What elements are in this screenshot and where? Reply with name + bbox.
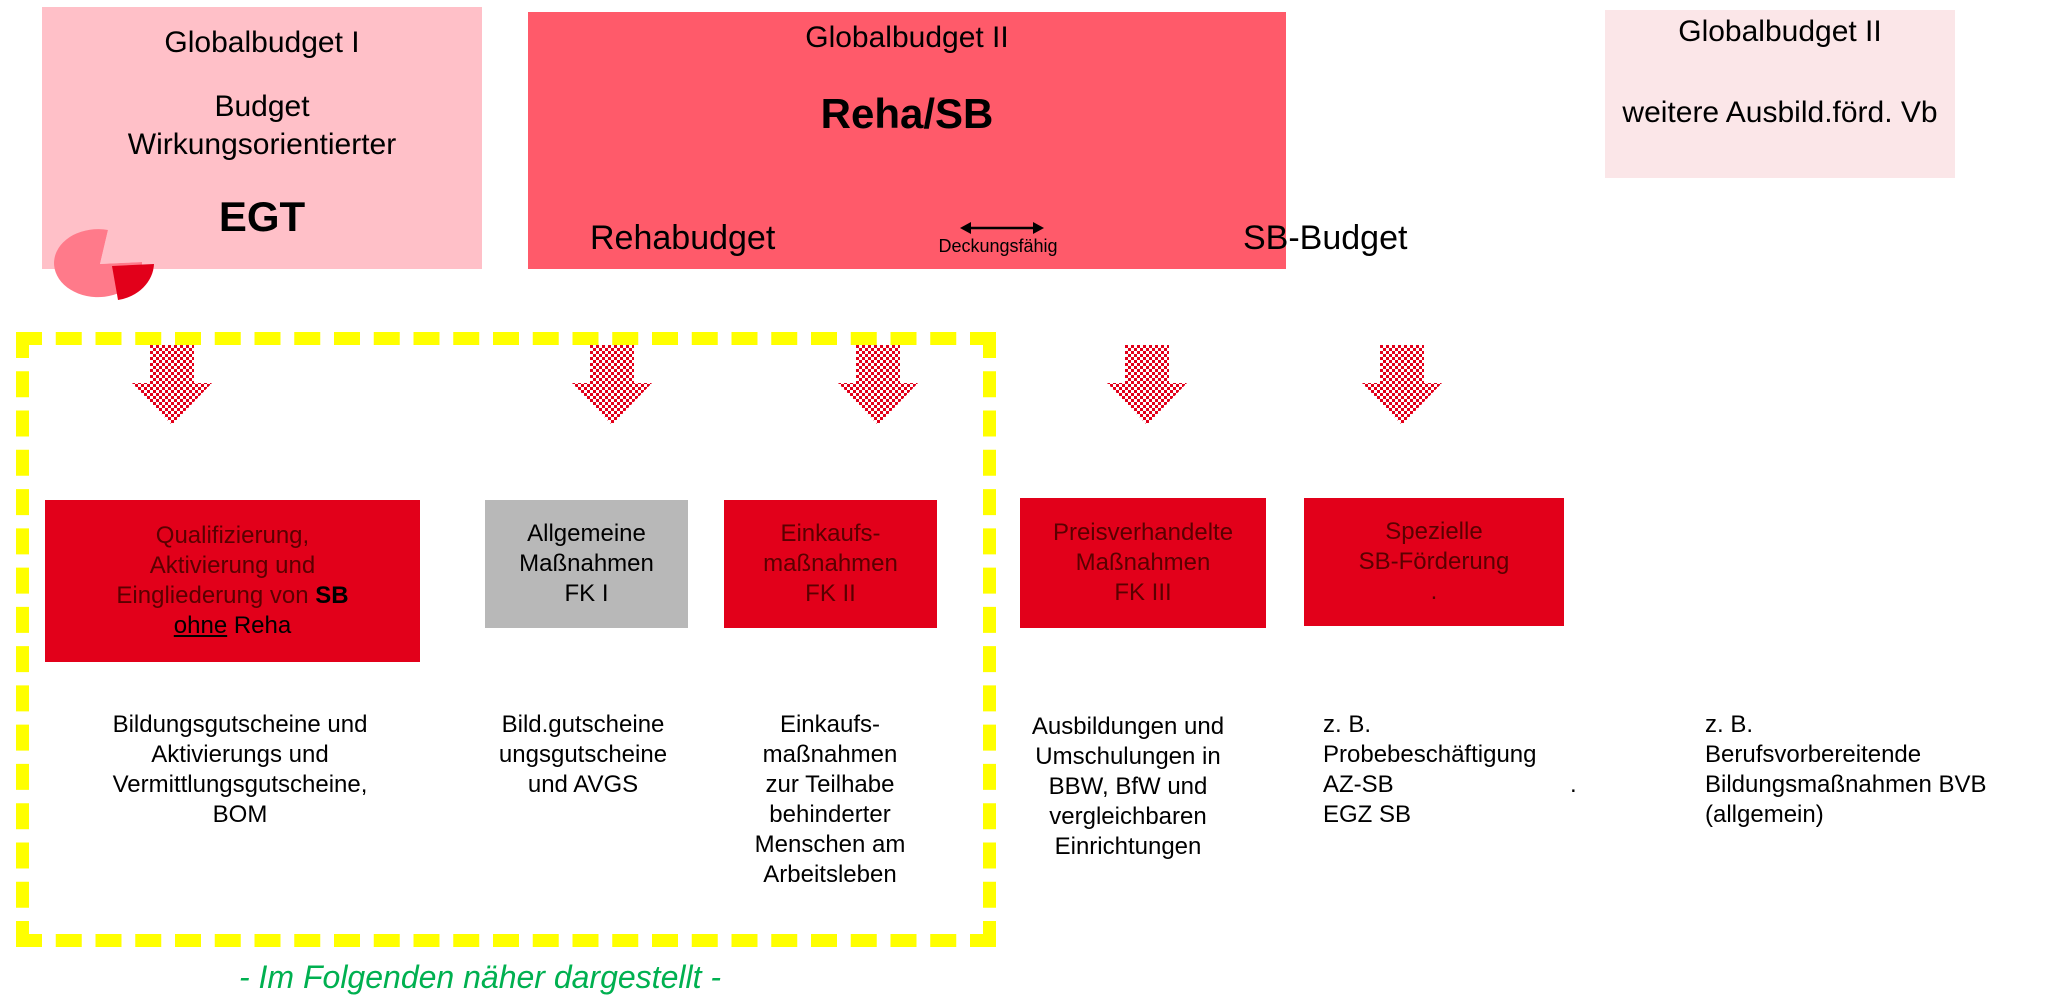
desc-text: maßnahmen — [762, 741, 898, 768]
desc-text: AZ-SB — [1323, 771, 1394, 798]
desc-text: zur Teilhabe — [765, 771, 895, 798]
desc-text: BOM — [212, 801, 268, 828]
desc-text: z. B. — [1705, 711, 1754, 738]
box-qualifizierung-line2: Aktivierung und — [149, 552, 316, 579]
desc-text: Bildungsmaßnahmen BVB — [1705, 771, 1987, 798]
box-qualifizierung-reha: Reha — [227, 612, 292, 639]
deckungsfaehig-label: Deckungsfähig — [938, 236, 1058, 256]
box-spezielle-line1: Spezielle — [1385, 518, 1483, 545]
desc-text: Bildungsgutscheine und — [112, 711, 368, 738]
desc-text: Menschen am — [754, 831, 906, 858]
box-qualifizierung-sb: SB — [315, 582, 349, 609]
box-qualifizierung-ohne: ohne — [173, 612, 228, 639]
highlight-frame — [16, 332, 996, 947]
down-arrow-icon — [132, 345, 212, 425]
box-allgemeine-massnahmen: Allgemeine Maßnahmen FK I — [485, 500, 688, 628]
desc-text: behinderter — [769, 801, 891, 828]
sb-budget-label: SB-Budget — [1243, 219, 1408, 257]
desc-text: und AVGS — [527, 771, 639, 798]
desc-einkauf: Einkaufs- maßnahmen zur Teilhabe behinde… — [730, 710, 930, 890]
desc-text: z. B. — [1323, 711, 1372, 738]
desc-text: Ausbildungen und — [1031, 713, 1225, 740]
box-spezielle-line3: . — [1430, 578, 1438, 605]
box-preisverhandelte-massnahmen: Preisverhandelte Maßnahmen FK III — [1020, 498, 1266, 628]
desc-text: vergleichbaren — [1049, 803, 1207, 830]
box-allgemeine-line2: Maßnahmen — [519, 550, 654, 577]
desc-text: (allgemein) — [1705, 801, 1824, 828]
desc-text: Probebeschäftigung — [1323, 741, 1537, 768]
double-arrow-icon — [960, 222, 1044, 234]
desc-berufsvorbereitende: z. B. Berufsvorbereitende Bildungsmaßnah… — [1705, 710, 2045, 830]
globalbudget-1-line3: Wirkungsorientierter — [127, 128, 397, 161]
globalbudget-3-subtitle: weitere Ausbild.förd. Vb — [1622, 96, 1938, 129]
globalbudget-1-box: Globalbudget I Budget Wirkungsorientiert… — [42, 7, 482, 269]
desc-text: BBW, BfW und — [1048, 773, 1208, 800]
desc-text: Arbeitsleben — [763, 861, 897, 888]
globalbudget-1-emphasis: EGT — [218, 193, 306, 240]
box-preis-line1: Preisverhandelte — [1052, 519, 1234, 546]
desc-text: Berufsvorbereitende — [1705, 741, 1922, 768]
desc-preisverhandelte: Ausbildungen und Umschulungen in BBW, Bf… — [1003, 712, 1253, 862]
rehabudget-label: Rehabudget — [590, 219, 776, 257]
down-arrow-icon — [838, 345, 918, 425]
desc-text: Vermittlungsgutscheine, — [112, 771, 368, 798]
desc-text: Einrichtungen — [1054, 833, 1202, 860]
globalbudget-1-title: Globalbudget I — [164, 26, 360, 59]
desc-text: Aktivierungs und — [151, 741, 329, 768]
box-einkauf-line3: FK II — [805, 580, 856, 607]
box-einkaufsmassnahmen: Einkaufs- maßnahmen FK II — [724, 500, 937, 628]
box-allgemeine-line3: FK I — [564, 580, 609, 607]
box-allgemeine-line1: Allgemeine — [527, 520, 646, 547]
down-arrow-icon — [1107, 345, 1187, 425]
desc-text: EGZ SB — [1323, 801, 1412, 828]
box-preis-line2: Maßnahmen — [1075, 549, 1211, 576]
desc-qualifizierung: Bildungsgutscheine und Aktivierungs und … — [60, 710, 420, 830]
box-qualifizierung-line1: Qualifizierung, — [155, 522, 310, 549]
box-qualifizierung-line3: Eingliederung von — [116, 582, 316, 609]
globalbudget-2-title: Globalbudget II — [805, 21, 1009, 54]
footer-note: - Im Folgenden näher dargestellt - — [238, 959, 722, 995]
globalbudget-3-box — [1605, 10, 1955, 178]
desc-row: AZ-SB . — [1323, 770, 1623, 800]
down-arrow-icon — [1362, 345, 1442, 425]
desc-spezielle: z. B. Probebeschäftigung AZ-SB . EGZ SB — [1323, 710, 1623, 830]
pie-chart-icon — [54, 229, 154, 300]
desc-text: ungsgutscheine — [498, 741, 668, 768]
box-preis-line3: FK III — [1114, 579, 1172, 606]
box-spezielle-sb-foerderung: Spezielle SB-Förderung . — [1304, 498, 1564, 626]
desc-text: Einkaufs- — [779, 711, 881, 738]
globalbudget-2-emphasis: Reha/SB — [820, 90, 994, 137]
down-arrow-icon — [572, 345, 652, 425]
box-einkauf-line1: Einkaufs- — [780, 520, 881, 547]
box-qualifizierung: Qualifizierung, Aktivierung und Einglied… — [45, 500, 420, 662]
globalbudget-3-title: Globalbudget II — [1678, 15, 1882, 48]
desc-text: Bild.gutscheine — [501, 711, 665, 738]
globalbudget-1-line2: Budget — [214, 90, 310, 123]
desc-text: Umschulungen in — [1035, 743, 1221, 770]
desc-text: . — [1570, 771, 1577, 798]
globalbudget-2-box: Globalbudget II Reha/SB Rehabudget Decku… — [528, 12, 1407, 269]
box-einkauf-line2: maßnahmen — [763, 550, 898, 577]
box-spezielle-line2: SB-Förderung — [1358, 548, 1510, 575]
desc-allgemeine: Bild.gutscheine ungsgutscheine und AVGS — [468, 710, 698, 800]
